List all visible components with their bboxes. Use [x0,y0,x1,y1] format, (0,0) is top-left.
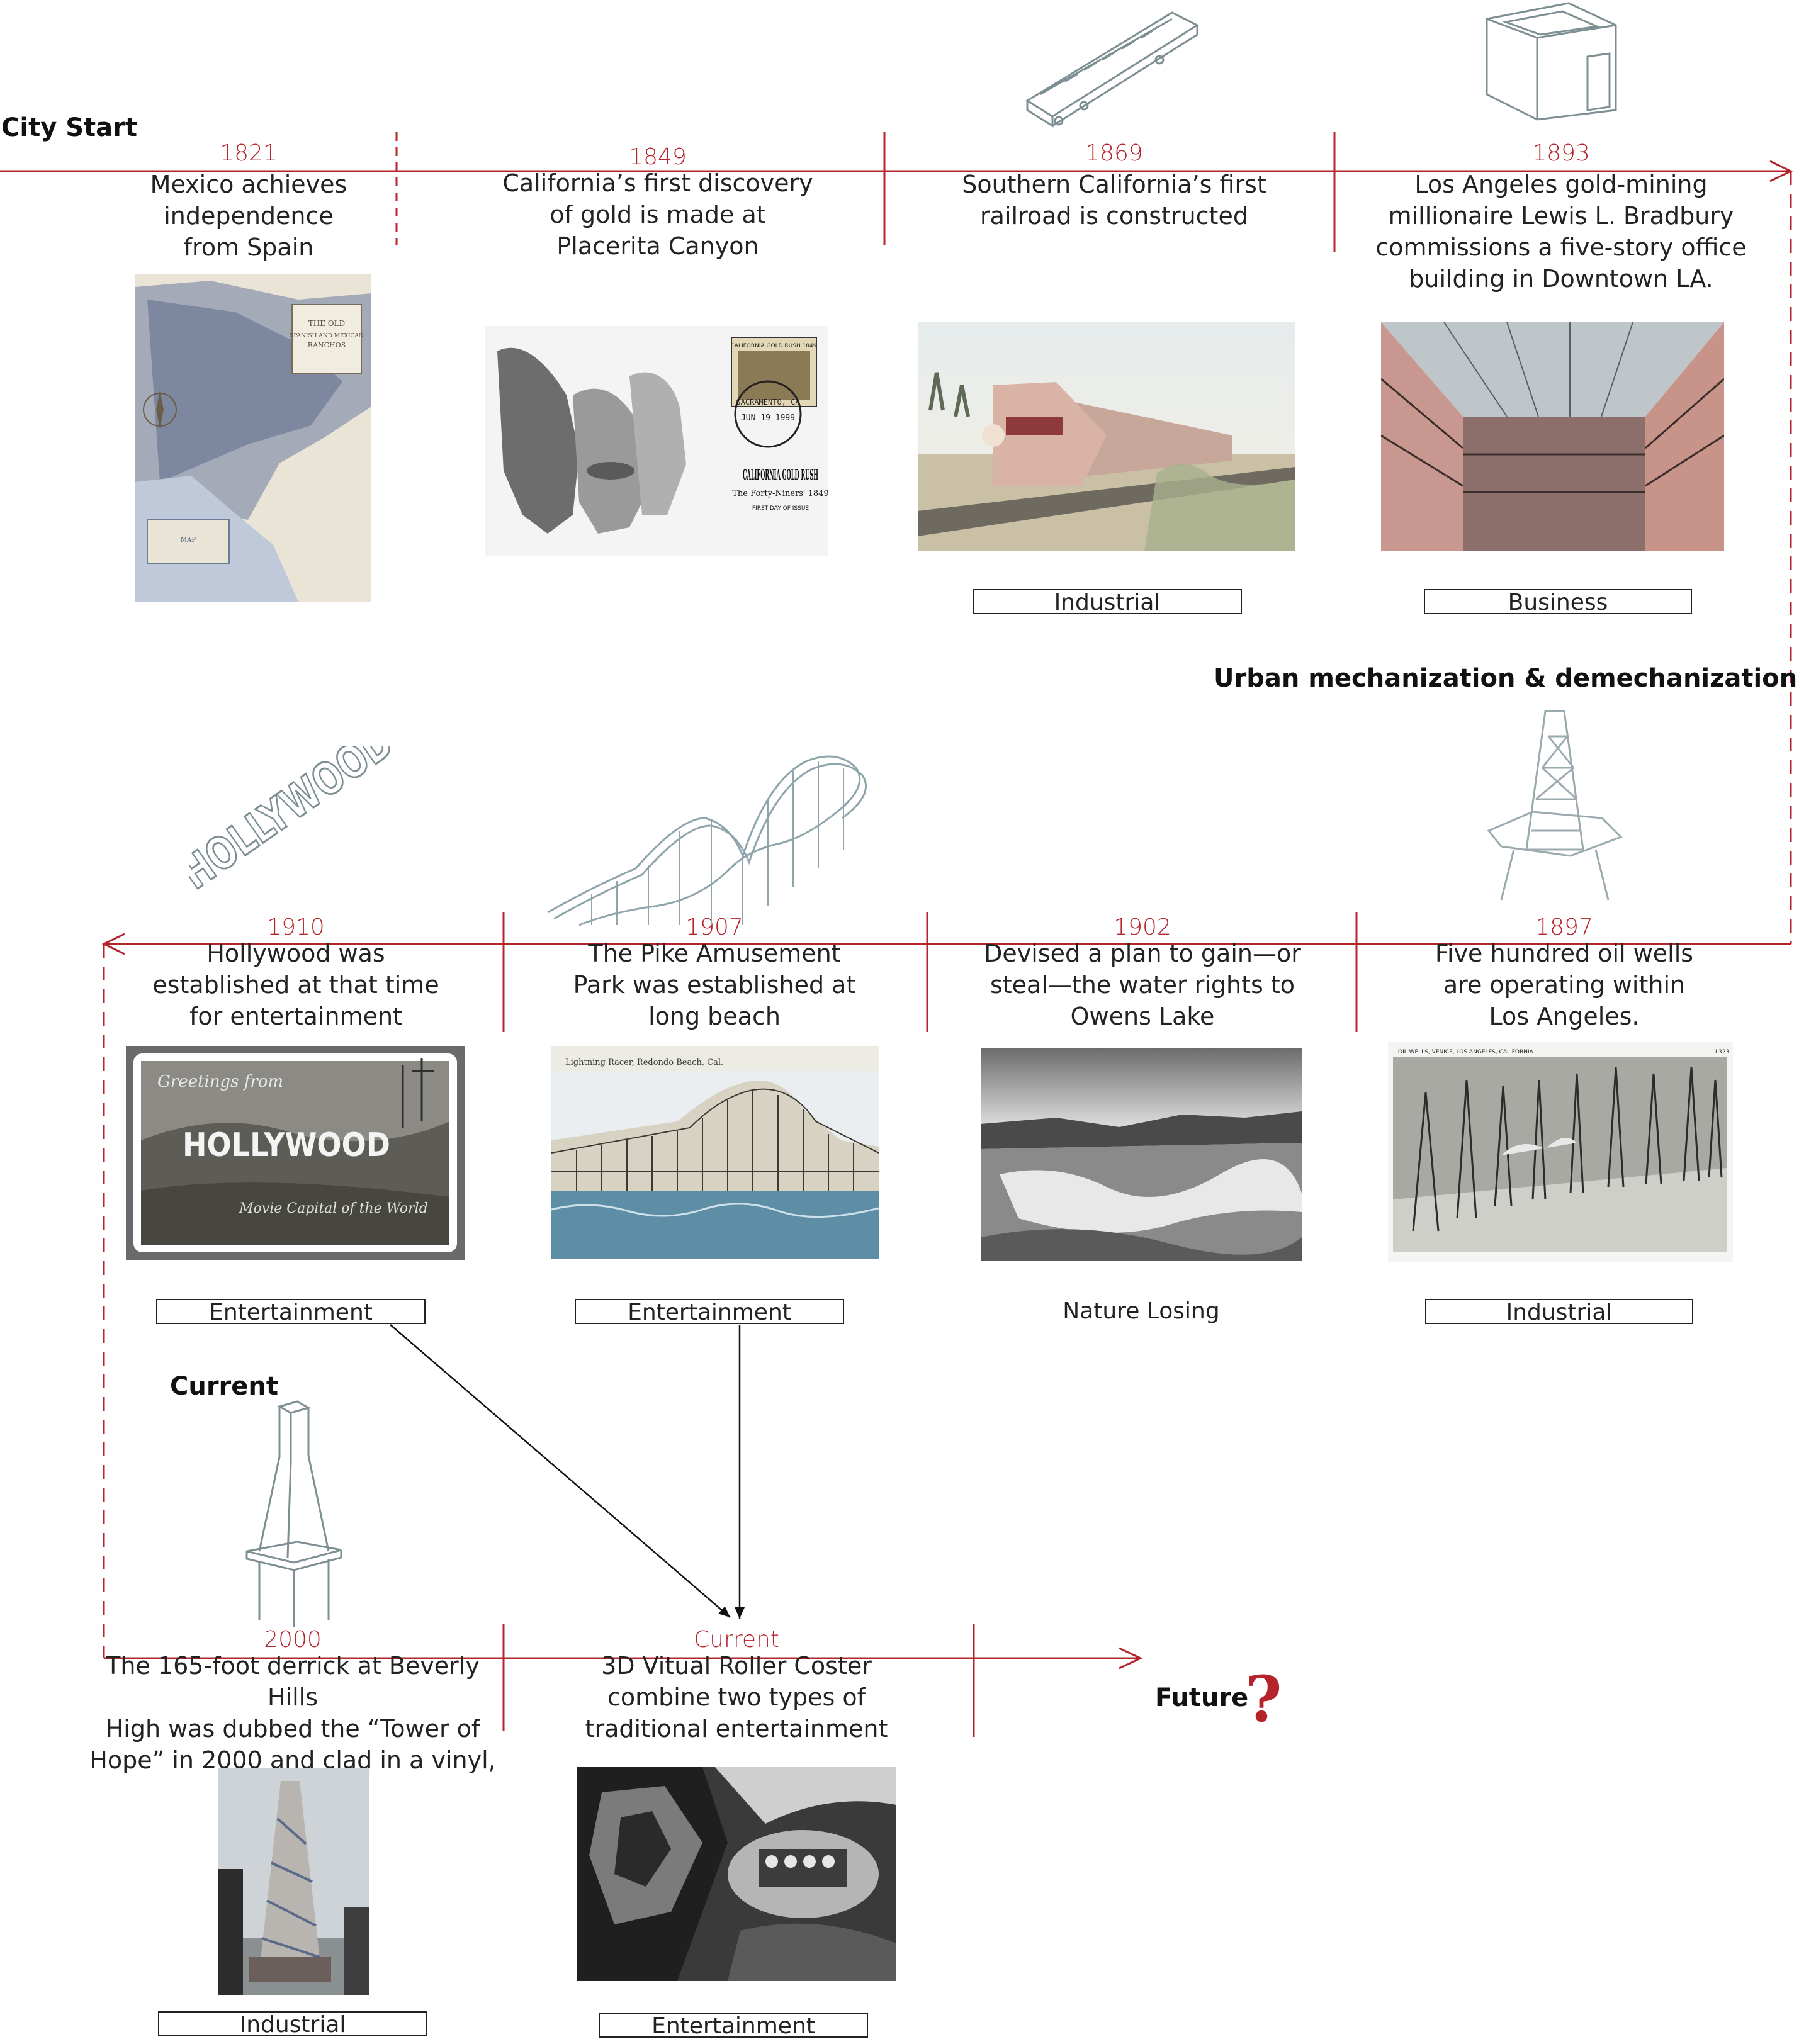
event-1869: 1869 Southern California’s first railroa… [900,138,1328,232]
event-1821: 1821 Mexico achieves independence from S… [101,138,397,263]
event-desc-line: California’s first discovery [502,169,813,197]
roller-coaster-sketch-icon [541,743,894,931]
event-year: 2000 [264,1627,322,1653]
bradbury-sketch-icon [1480,0,1625,123]
event-desc-line: Five hundred oil wells [1435,940,1694,967]
tower-sketch-icon [234,1400,354,1627]
event-desc-line: steal—the water rights to [990,971,1295,999]
event-1902: 1902 Devised a plan to gain—or steal—the… [932,912,1353,1032]
event-1897: 1897 Five hundred oil wells are operatin… [1360,912,1769,1032]
svg-text:SPANISH AND MEXICAN: SPANISH AND MEXICAN [290,333,364,339]
tag-nature-losing-1902: Nature Losing [1063,1298,1220,1324]
photo-tower-of-hope [218,1768,369,1995]
tag-entertainment-1907: Entertainment [575,1299,844,1325]
event-year: 1897 [1535,914,1593,940]
hollywood-greet: Greetings from [157,1072,283,1091]
photo-pike-roller-coaster: Lightning Racer, Redondo Beach, Cal. [551,1046,879,1259]
photo-oil-wells: OIL WELLS, VENICE, LOS ANGELES, CALIFORN… [1388,1042,1733,1262]
event-desc-line: millionaire Lewis L. Bradbury [1388,202,1734,230]
hollywood-sign-sketch-icon: HOLLYWOOD [171,716,403,903]
event-desc-line: independence [164,202,334,230]
event-current: Current 3D Vitual Roller Coster combine … [535,1625,938,1744]
section-urban: Urban mechanization & demechanization [1214,664,1798,693]
event-desc-line: commissions a five-story office [1375,233,1747,261]
photo-gold-rush-stamp: CALIFORNIA GOLD RUSH 1849 SACRAMENTO, CA… [485,326,828,556]
event-year: 1849 [629,144,687,170]
photo-bradbury-building [1381,322,1724,551]
event-year: 1902 [1114,914,1171,940]
oil-derrick-sketch-icon [1476,705,1633,906]
stamp-date: JUN 19 1999 [741,413,795,423]
event-desc-line: High was dubbed the “Tower of [105,1715,480,1743]
event-year: 1910 [267,914,325,940]
event-desc-line: building in Downtown LA. [1409,265,1713,293]
hollywood-big: HOLLYWOOD [183,1126,390,1164]
event-desc-line: Southern California’s first [962,171,1266,198]
event-desc-line: are operating within [1443,971,1686,999]
stamp-sub: The Forty-Niners' 1849 [732,489,828,498]
tag-business-1893: Business [1424,589,1692,615]
photo-owens-lake [981,1048,1302,1261]
link-hollywood-to-current [390,1324,731,1618]
photo-train [918,322,1295,551]
event-1907: 1907 The Pike Amusement Park was establi… [510,912,919,1032]
event-year: 1907 [685,914,743,940]
section-city-start: City Start [1,113,137,142]
event-desc-line: Park was established at [573,971,856,999]
pike-caption: Lightning Racer, Redondo Beach, Cal. [565,1058,723,1067]
event-1849: 1849 California’s first discovery of gol… [466,142,850,262]
event-desc-line: Los Angeles gold-mining [1414,171,1708,198]
event-year: 1893 [1532,140,1590,166]
event-desc-line: Hollywood was [206,940,385,967]
tag-industrial-2000: Industrial [158,2011,427,2038]
event-desc-line: Placerita Canyon [556,232,759,260]
event-desc-line: of gold is made at [550,201,766,228]
oil-number: L323 [1715,1049,1729,1055]
future-question-mark: ? [1245,1662,1282,1736]
event-desc-line: established at that time [152,971,439,999]
section-current: Current [170,1372,279,1401]
event-desc-line: Devised a plan to gain—or [984,940,1301,967]
event-desc-line: Los Angeles. [1489,1002,1640,1030]
stamp-big: CALIFORNIA GOLD RUSH [743,467,818,483]
event-desc-line: The Pike Amusement [588,940,841,967]
tag-entertainment-current: Entertainment [599,2013,868,2039]
stamp-circle: SACRAMENTO, CA [736,398,800,407]
tag-entertainment-1910: Entertainment [156,1299,426,1325]
oil-caption: OIL WELLS, VENICE, LOS ANGELES, CALIFORN… [1398,1049,1534,1055]
stamp-title: CALIFORNIA GOLD RUSH 1849 [731,343,817,349]
event-desc-line: traditional entertainment [585,1715,888,1743]
svg-text:RANCHOS: RANCHOS [308,341,346,349]
photo-rancho-map: THE OLD SPANISH AND MEXICAN RANCHOS MAP [135,274,371,602]
event-desc-line: long beach [648,1002,781,1030]
event-desc-line: from Spain [183,233,314,261]
event-2000: 2000 The 165-foot derrick at Beverly Hil… [88,1625,497,1776]
event-1893: 1893 Los Angeles gold-mining millionaire… [1347,138,1775,295]
event-desc-line: Owens Lake [1070,1002,1215,1030]
event-desc-line: for entertainment [189,1002,402,1030]
event-1910: 1910 Hollywood was established at that t… [101,912,491,1032]
event-year: 1821 [220,140,278,166]
photo-3d-roller-coaster [577,1767,896,1981]
hollywood-sub: Movie Capital of the World [239,1201,428,1216]
stamp-first: FIRST DAY OF ISSUE [752,505,809,512]
tag-industrial-1869: Industrial [973,589,1242,615]
event-desc-line: combine two types of [607,1683,866,1711]
event-desc-line: 3D Vitual Roller Coster [601,1652,872,1680]
event-desc-line: railroad is constructed [980,202,1248,230]
row3-arrowhead [1119,1647,1143,1670]
section-future: Future [1155,1683,1249,1712]
tag-industrial-1897: Industrial [1425,1299,1693,1325]
event-year: Current [694,1627,779,1653]
photo-hollywood-postcard: Greetings from HOLLYWOOD Movie Capital o… [126,1046,465,1260]
event-desc-line: The 165-foot derrick at Beverly Hills [106,1652,480,1711]
hollywood-sign-text: HOLLYWOOD [189,746,402,899]
map-title-text: THE OLD [308,319,345,328]
event-desc-line: Mexico achieves [150,171,347,198]
train-sketch-icon [1015,0,1204,129]
event-year: 1869 [1085,140,1143,166]
svg-text:MAP: MAP [181,537,196,544]
